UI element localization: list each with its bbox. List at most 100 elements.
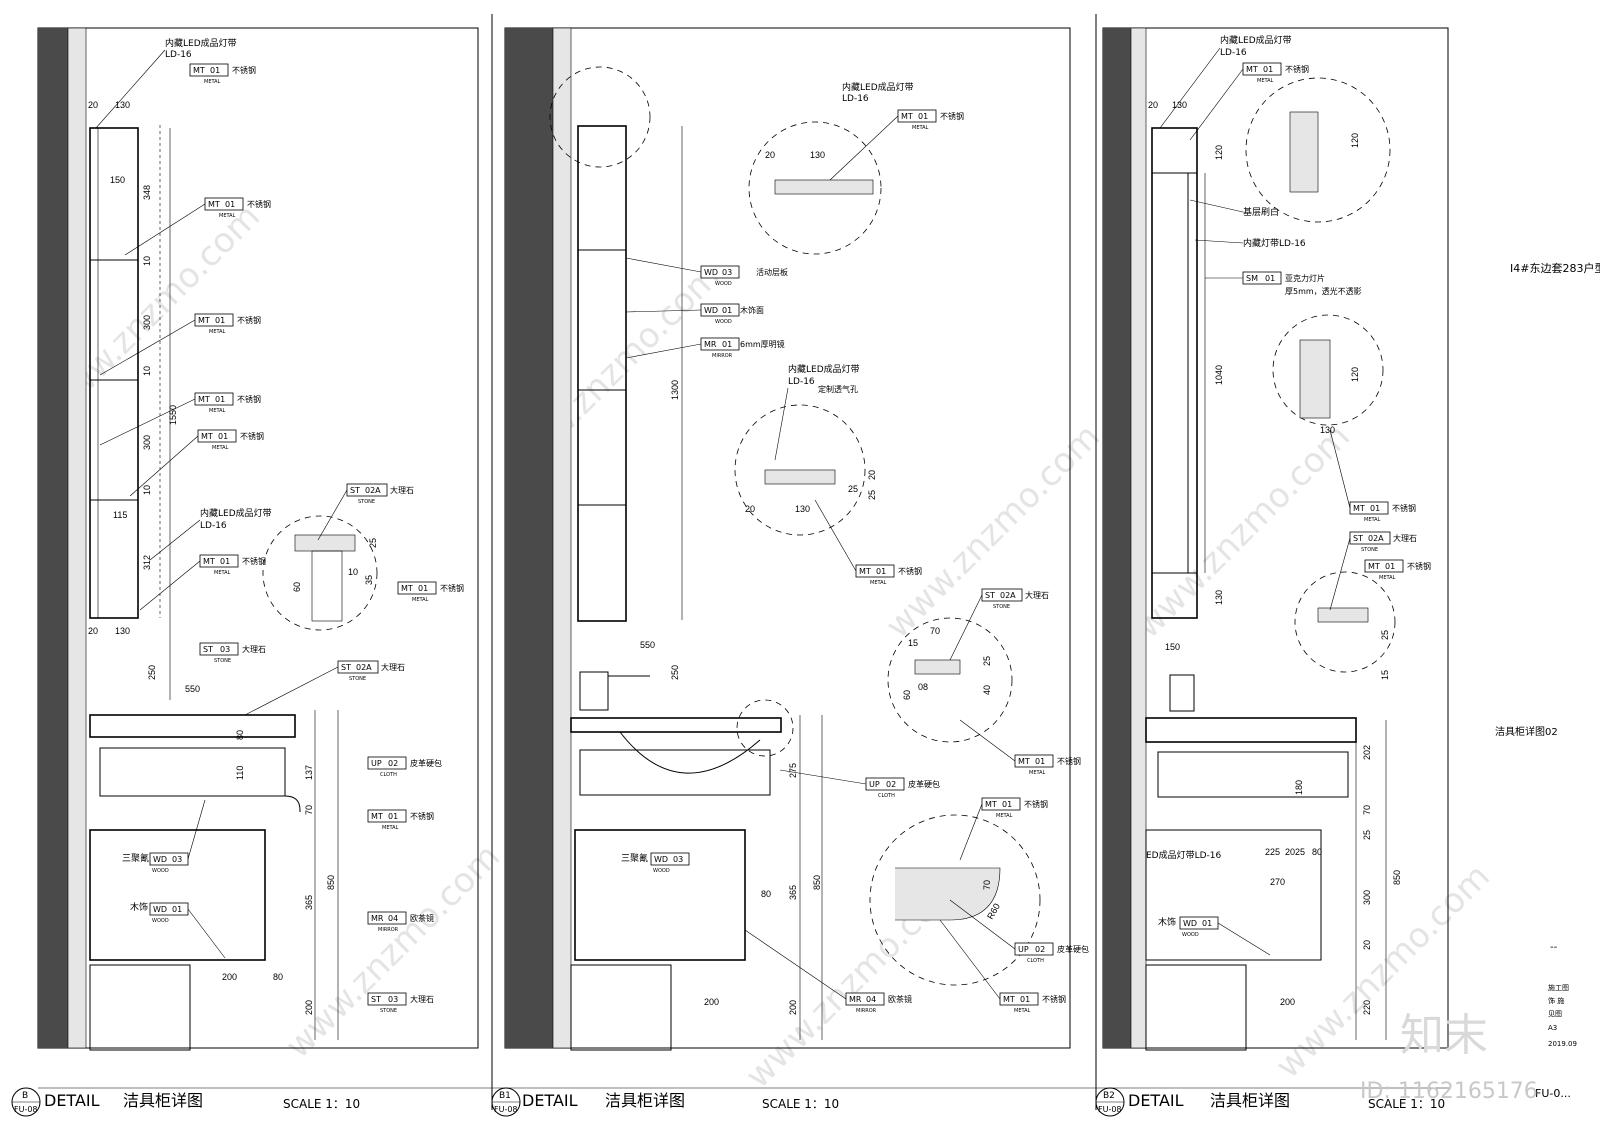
svg-text:01: 01 xyxy=(918,112,928,121)
basin-bowl xyxy=(619,731,761,774)
svg-text:20: 20 xyxy=(765,150,775,160)
svg-text:洁具柜详图: 洁具柜详图 xyxy=(605,1091,685,1110)
svg-text:CLOTH: CLOTH xyxy=(878,793,895,799)
svg-text:皮革硬包: 皮革硬包 xyxy=(1057,944,1089,954)
svg-text:6mm厚明镜: 6mm厚明镜 xyxy=(740,339,785,349)
svg-text:METAL: METAL xyxy=(1014,1008,1031,1014)
svg-text:LD-16: LD-16 xyxy=(165,50,192,60)
svg-text:ST: ST xyxy=(350,486,360,495)
svg-text:137: 137 xyxy=(304,765,314,780)
svg-text:550: 550 xyxy=(640,640,655,650)
svg-text:STONE: STONE xyxy=(349,676,366,682)
svg-text:01: 01 xyxy=(1202,919,1212,928)
svg-text:01: 01 xyxy=(172,905,182,914)
svg-text:200: 200 xyxy=(1280,997,1295,1007)
svg-text:60: 60 xyxy=(902,690,912,700)
svg-text:80: 80 xyxy=(761,889,771,899)
svg-text:550: 550 xyxy=(185,684,200,694)
tag-mt01: MT 01 不锈钢 METAL xyxy=(99,313,261,376)
svg-text:01: 01 xyxy=(418,584,428,593)
mirror-cabinet xyxy=(577,125,627,622)
svg-text:STONE: STONE xyxy=(993,604,1010,610)
svg-text:200: 200 xyxy=(304,1000,314,1015)
svg-text:不锈钢: 不锈钢 xyxy=(237,315,261,325)
svg-text:01: 01 xyxy=(1370,504,1380,513)
tag-mr04: MR 04 欧茶镜 MIRROR xyxy=(744,929,912,1014)
svg-text:内藏灯带LD-16: 内藏灯带LD-16 xyxy=(1243,237,1306,249)
svg-text:70: 70 xyxy=(304,805,314,815)
tag-mt01: MT 01 不锈钢 METAL xyxy=(129,429,264,497)
svg-text:25: 25 xyxy=(368,538,378,548)
svg-text:70: 70 xyxy=(930,626,940,636)
svg-text:02A: 02A xyxy=(356,663,372,672)
vanity-countertop xyxy=(1145,717,1357,743)
svg-text:洁具柜详图: 洁具柜详图 xyxy=(1210,1091,1290,1110)
svg-text:04: 04 xyxy=(866,995,876,1004)
panel-b1-elevation xyxy=(505,27,1041,1051)
detail-callout-circle xyxy=(887,617,1013,743)
svg-text:15: 15 xyxy=(908,638,918,648)
detail-callout-circle xyxy=(734,404,866,536)
svg-text:20: 20 xyxy=(1148,100,1158,110)
svg-text:MT: MT xyxy=(198,316,210,325)
svg-text:WD: WD xyxy=(704,268,718,277)
svg-text:ST: ST xyxy=(1353,534,1363,543)
svg-text:UP: UP xyxy=(371,759,382,768)
svg-text:MR: MR xyxy=(704,340,717,349)
tag-up02: UP 02 皮革硬包 CLOTH xyxy=(779,769,940,799)
svg-text:275: 275 xyxy=(788,763,798,778)
watermark-text: www.znzmo.com xyxy=(878,416,1108,646)
svg-text:200: 200 xyxy=(788,1000,798,1015)
title-block: I4#东边套283户型 洁具柜详图02 -- 施工图 饰 施 见图 A3 201… xyxy=(1495,261,1600,1100)
svg-text:FU-08: FU-08 xyxy=(1098,1105,1122,1114)
svg-text:130: 130 xyxy=(1214,590,1224,605)
svg-text:WOOD: WOOD xyxy=(1182,932,1199,938)
faucet xyxy=(579,671,609,711)
svg-text:STONE: STONE xyxy=(380,1008,397,1014)
tag-st02a: ST 02A 大理石 STONE xyxy=(949,588,1049,661)
watermark-id: ID: 1162165176 xyxy=(1360,1079,1538,1104)
svg-text:03: 03 xyxy=(220,645,230,654)
svg-text:01: 01 xyxy=(210,66,220,75)
stone-cladding xyxy=(1130,27,1147,1049)
svg-text:01: 01 xyxy=(1002,800,1012,809)
svg-text:20: 20 xyxy=(1285,847,1295,857)
panel-title-b1: B1 FU-08 DETAIL 洁具柜详图 SCALE 1：10 xyxy=(491,1087,839,1117)
svg-text:SCALE 1：10: SCALE 1：10 xyxy=(1368,1097,1445,1111)
svg-text:SCALE 1：10: SCALE 1：10 xyxy=(762,1097,839,1111)
svg-text:METAL: METAL xyxy=(1364,517,1381,523)
svg-text:60: 60 xyxy=(292,582,302,592)
revision-dash: -- xyxy=(1550,942,1558,953)
svg-text:ST: ST xyxy=(203,645,213,654)
svg-text:300: 300 xyxy=(142,315,152,330)
svg-text:08: 08 xyxy=(918,682,928,692)
detail-callout-circle xyxy=(1272,314,1384,426)
svg-text:115: 115 xyxy=(113,510,127,520)
svg-text:MT: MT xyxy=(371,812,383,821)
svg-text:大理石: 大理石 xyxy=(390,485,414,495)
svg-text:02: 02 xyxy=(1035,945,1045,954)
svg-text:MR: MR xyxy=(849,995,862,1004)
svg-text:ED成品灯带LD-16: ED成品灯带LD-16 xyxy=(1146,849,1222,861)
svg-text:FU-08: FU-08 xyxy=(14,1105,38,1114)
svg-text:皮革硬包: 皮革硬包 xyxy=(908,779,940,789)
svg-text:MIRROR: MIRROR xyxy=(378,927,399,933)
tag-st02a: ST 02A 大理石 STONE xyxy=(317,483,414,541)
svg-text:MT: MT xyxy=(901,112,913,121)
tag-mt01: MT 01 不锈钢 METAL xyxy=(959,719,1081,776)
svg-text:木饰: 木饰 xyxy=(130,901,148,913)
svg-text:70: 70 xyxy=(1362,805,1372,815)
stone-cladding xyxy=(552,27,572,1049)
svg-text:LD-16: LD-16 xyxy=(842,94,869,104)
svg-text:MT: MT xyxy=(1246,65,1258,74)
svg-text:25: 25 xyxy=(848,484,858,494)
svg-text:内藏LED成品灯带: 内藏LED成品灯带 xyxy=(1220,34,1292,46)
svg-text:01: 01 xyxy=(1263,65,1273,74)
svg-text:MT: MT xyxy=(859,567,871,576)
panel-b2-elevation xyxy=(1103,27,1396,1051)
svg-text:不锈钢: 不锈钢 xyxy=(242,556,266,566)
svg-text:03: 03 xyxy=(388,995,398,1004)
svg-text:STONE: STONE xyxy=(214,658,231,664)
svg-text:365: 365 xyxy=(304,895,314,910)
